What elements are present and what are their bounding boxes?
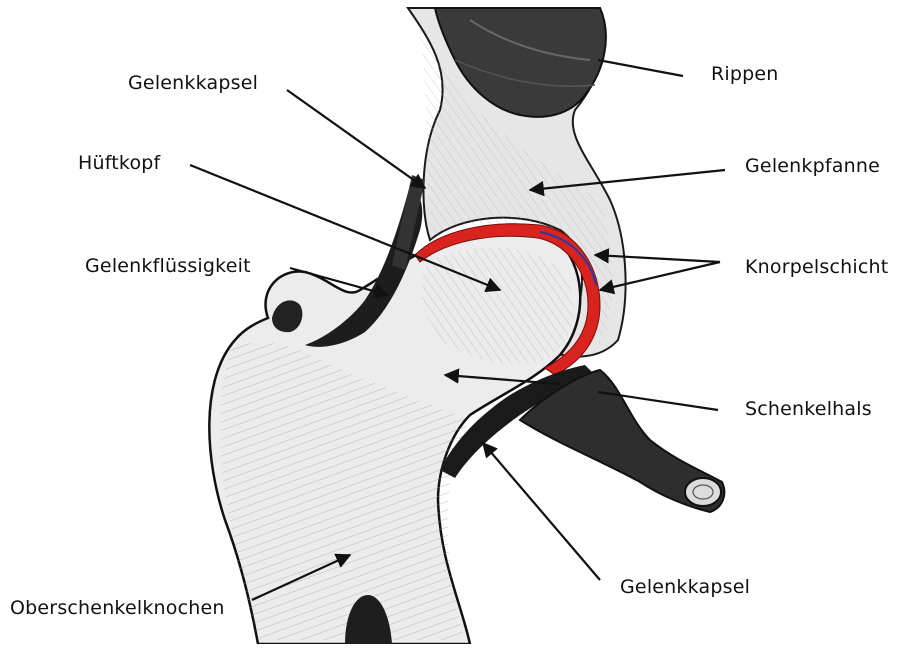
label-oberschenkelknochen: Oberschenkelknochen [10, 597, 225, 619]
label-gelenkfluessigkeit: Gelenkflüssigkeit [85, 255, 251, 277]
label-gelenkkapsel-bottom: Gelenkkapsel [620, 576, 750, 598]
label-hueftkopf: Hüftkopf [78, 152, 160, 174]
label-gelenkkapsel-top: Gelenkkapsel [128, 72, 258, 94]
label-gelenkpfanne: Gelenkpfanne [745, 155, 880, 177]
label-rippen: Rippen [711, 63, 779, 85]
label-schenkelhals: Schenkelhals [745, 398, 872, 420]
label-knorpelschicht: Knorpelschicht [745, 256, 888, 278]
arrow-gelenkkapsel-top [287, 90, 425, 188]
arrow-rippen [598, 60, 683, 76]
arrow-gelenkkapsel-bottom [483, 443, 600, 580]
